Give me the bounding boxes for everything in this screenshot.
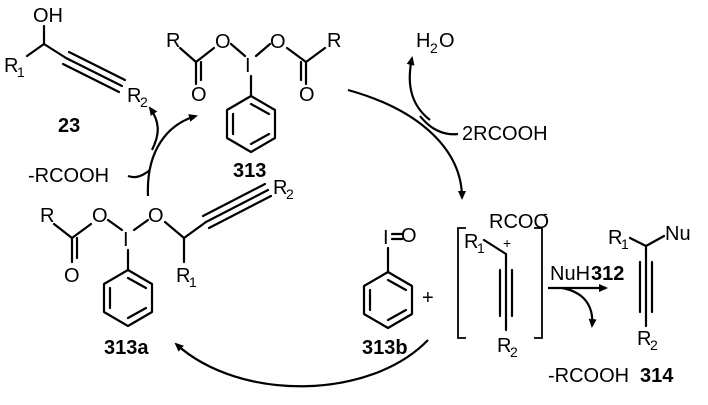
r-left-label: R [166, 30, 180, 52]
nu-label: Nu [665, 223, 691, 245]
nucleophile-label: NuH [550, 263, 590, 285]
cation-charge: + [503, 235, 511, 251]
r-right-label: R [327, 30, 341, 52]
compound-number-314: 314 [640, 365, 674, 387]
acid-byproduct-right: -RCOOH [548, 365, 629, 387]
svg-text:O: O [299, 84, 315, 106]
compound-number-313: 313 [233, 160, 266, 182]
water-byproduct: H 2 O [416, 30, 455, 56]
compound-313a: R O O I O R 1 R 2 313a [40, 177, 294, 359]
r2-label: R [497, 335, 511, 357]
svg-text:O: O [401, 225, 417, 247]
arc-arrow-bottom [174, 339, 429, 388]
svg-text:O: O [148, 205, 164, 227]
compound-number-23: 23 [58, 115, 80, 137]
r2-label: R [127, 85, 141, 107]
svg-text:-: - [543, 205, 548, 221]
acid-reagent-in: 2RCOOH [462, 123, 548, 145]
acid-uptake-arrow [419, 115, 459, 136]
r1-label: R [4, 55, 18, 77]
iodine-label: I [123, 229, 129, 251]
compound-313: R O O I O O R 313 [166, 30, 341, 182]
to-compound-23-arrow [148, 106, 159, 151]
svg-text:O: O [64, 265, 80, 287]
acid-release-left-arrow [127, 169, 151, 179]
svg-text:2: 2 [510, 344, 518, 360]
propargyl-cation: R 1 + RCOO - R 2 [457, 205, 549, 360]
svg-text:O: O [92, 205, 108, 227]
iodine-label: I [245, 55, 251, 77]
r1-label: R [608, 227, 622, 249]
arc-arrow-left [146, 114, 198, 197]
svg-text:1: 1 [621, 236, 629, 252]
r2-label: R [273, 177, 287, 199]
acid-release-right-arrow [561, 286, 597, 328]
r-label: R [40, 205, 54, 227]
svg-text:O: O [215, 31, 231, 53]
svg-text:H: H [416, 30, 430, 52]
svg-text:2: 2 [286, 186, 294, 202]
svg-text:1: 1 [17, 64, 25, 80]
compound-23: OH R 1 R 2 23 [4, 5, 148, 137]
r1-label: R [176, 265, 190, 287]
compound-number-312: 312 [591, 263, 624, 285]
svg-text:2: 2 [140, 94, 148, 110]
svg-text:1: 1 [477, 240, 485, 256]
svg-text:2: 2 [650, 337, 658, 353]
reaction-arrows [127, 56, 608, 388]
compound-314: R 1 Nu R 2 314 [608, 223, 691, 387]
compound-313b: I O 313b [362, 225, 417, 359]
svg-text:O: O [270, 31, 286, 53]
water-release-arrow [406, 56, 431, 121]
hydroxyl-label: OH [33, 5, 63, 27]
compound-number-313b: 313b [362, 337, 408, 359]
r1-label: R [464, 231, 478, 253]
acid-byproduct-left: -RCOOH [28, 165, 109, 187]
r2-label: R [637, 328, 651, 350]
carboxylate-anion: RCOO [489, 211, 549, 233]
svg-text:2: 2 [430, 40, 438, 56]
svg-text:O: O [191, 84, 207, 106]
svg-text:O: O [439, 30, 455, 52]
iodine-label: I [383, 227, 389, 249]
plus-sign: + [422, 287, 434, 309]
svg-text:1: 1 [189, 274, 197, 290]
compound-number-313a: 313a [104, 337, 149, 359]
arc-arrow-right [347, 88, 466, 200]
